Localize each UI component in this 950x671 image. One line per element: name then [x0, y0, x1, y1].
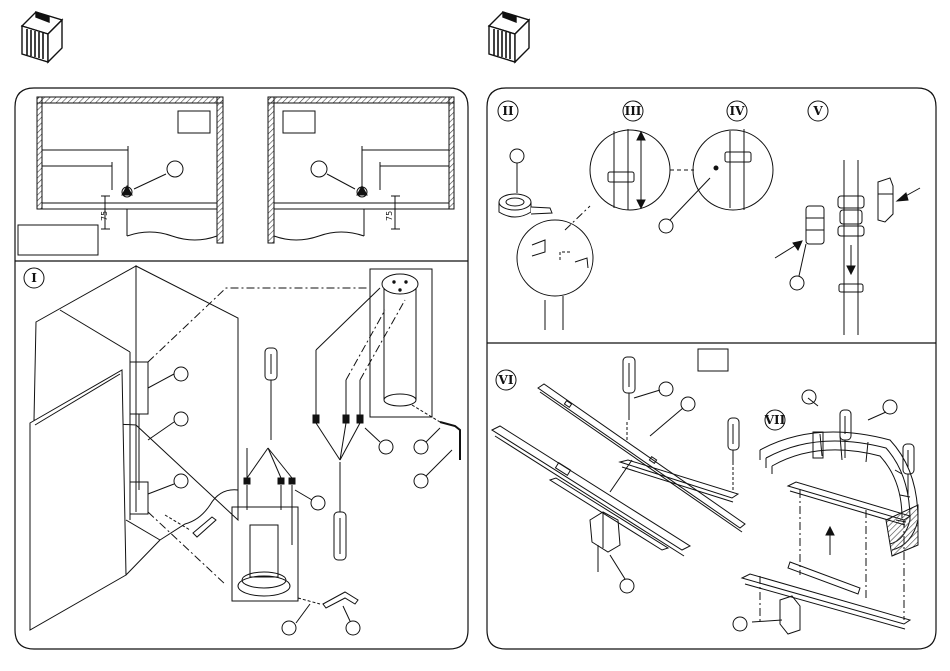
screwdriver-icon-4 — [728, 418, 739, 462]
screwdriver-icon-2 — [334, 462, 346, 560]
clip-detail-circle — [517, 220, 593, 296]
screwdriver-icon-6 — [903, 444, 914, 496]
pole-step-3 — [590, 129, 694, 210]
step-1-badge: I — [24, 268, 44, 288]
step-6-numeral: VI — [498, 373, 514, 387]
step-3-badge: III — [623, 101, 643, 121]
step-3-numeral: III — [625, 104, 642, 118]
dimension-label-right: 75 — [385, 211, 394, 221]
right-panel-frame — [487, 88, 936, 649]
plan-view-right — [268, 97, 454, 243]
top-bracket-detail — [313, 269, 460, 488]
step-7-numeral: VII — [764, 413, 786, 427]
pole-step-4 — [659, 129, 773, 233]
tape-roll — [499, 149, 552, 217]
step-6-badge: VI — [496, 370, 516, 390]
step-4-badge: IV — [727, 101, 747, 121]
hex-key-left — [165, 515, 216, 537]
step-7-badge: VII — [764, 410, 786, 430]
step-5-badge: V — [808, 101, 828, 121]
corner-cabinet — [30, 266, 238, 630]
pole-step-2 — [545, 206, 590, 330]
cabinet-icon-right — [489, 12, 529, 62]
step-1-numeral: I — [31, 271, 37, 285]
legend-box — [18, 225, 98, 255]
step-5-numeral: V — [812, 104, 823, 118]
pole-step-5 — [775, 160, 920, 335]
step-4-numeral: IV — [730, 104, 746, 118]
step-6-label-box — [698, 349, 728, 371]
screwdriver-icon-3 — [623, 357, 635, 420]
base-bracket-detail — [148, 448, 325, 601]
dimension-label-left: 75 — [100, 211, 109, 221]
hex-key-right — [282, 592, 360, 635]
step-2-numeral: II — [502, 104, 514, 118]
screwdriver-icon — [265, 348, 277, 440]
base-frame — [733, 482, 910, 634]
rail-assembly — [492, 382, 745, 593]
plan-view-left — [37, 97, 223, 243]
cabinet-icon-left — [22, 12, 62, 62]
step-2-badge: II — [498, 101, 518, 121]
